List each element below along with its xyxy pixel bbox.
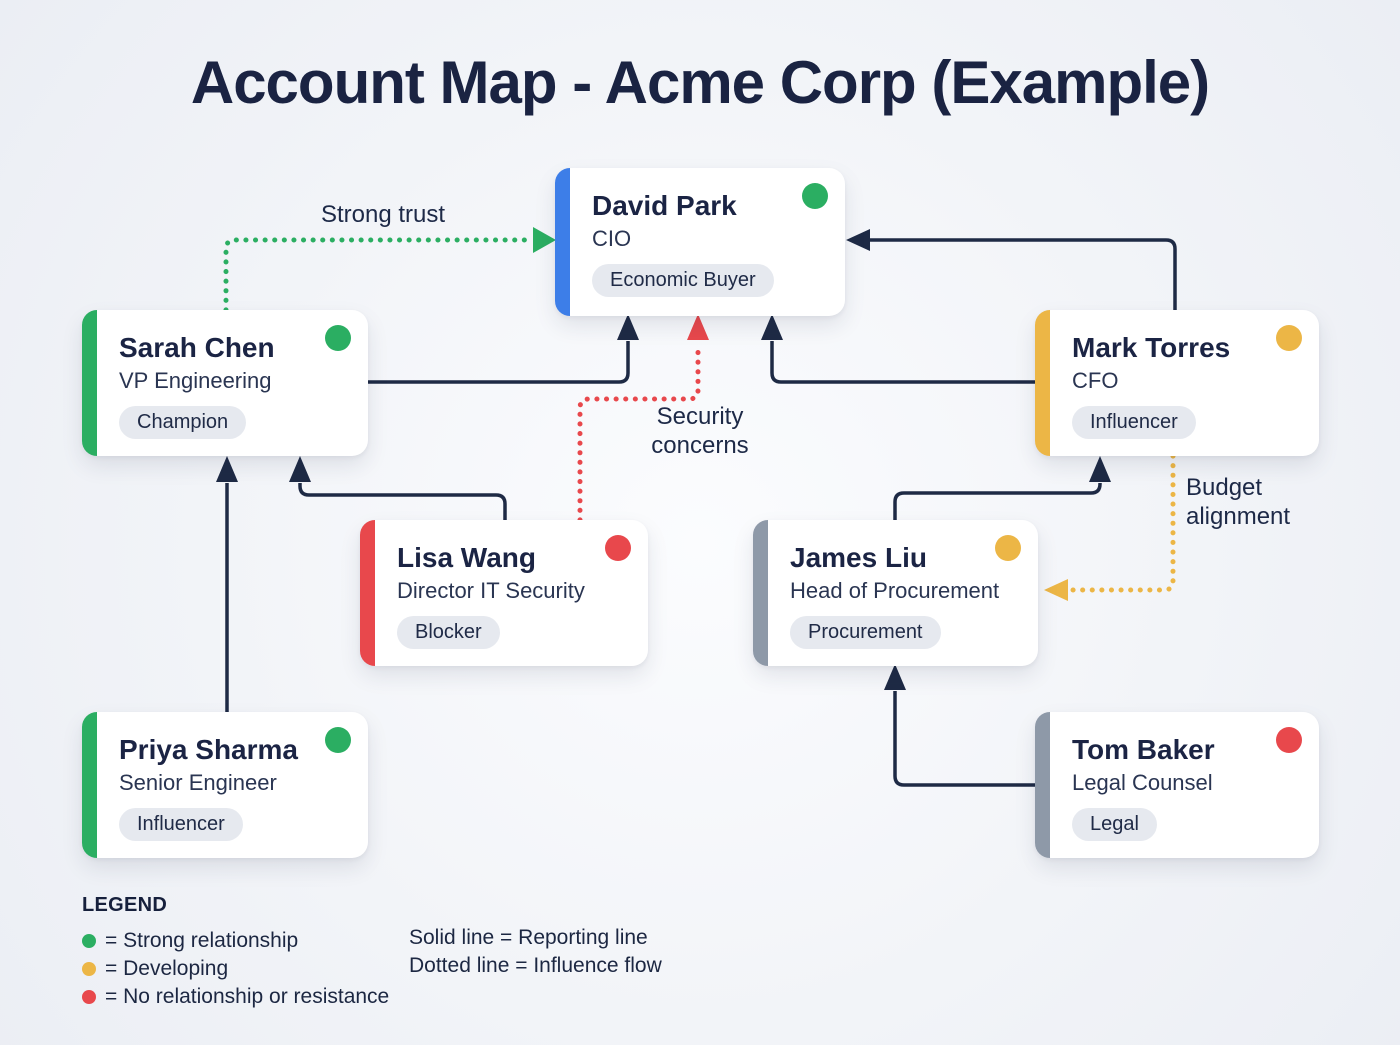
person-tag-badge: Blocker [397, 616, 500, 650]
person-card-priya-sharma[interactable]: Priya Sharma Senior Engineer Influencer [82, 712, 368, 858]
person-role: CIO [592, 226, 632, 252]
person-tag-badge: Influencer [119, 808, 243, 842]
edge-sarah-to-david-influence [223, 237, 535, 313]
relationship-bar [82, 712, 97, 858]
person-card-sarah-chen[interactable]: Sarah Chen VP Engineering Champion [82, 310, 368, 456]
person-role: VP Engineering [119, 368, 272, 394]
relationship-dot [802, 183, 828, 209]
strong-relationship-dot-icon [82, 934, 96, 948]
relationship-dot [325, 727, 351, 753]
person-card-david-park[interactable]: David Park CIO Economic Buyer [555, 168, 845, 316]
person-name: Sarah Chen [119, 332, 275, 363]
edge-james-to-mark-reporting [893, 482, 1102, 520]
edge-lisa-to-david-arrowhead [687, 314, 709, 340]
person-card-lisa-wang[interactable]: Lisa Wang Director IT Security Blocker [360, 520, 648, 666]
relationship-dot [1276, 325, 1302, 351]
relationship-bar [1035, 712, 1050, 858]
legend-line-types: Solid line = Reporting line Dotted line … [409, 924, 662, 980]
edge-lisa-to-sarah-reporting [298, 483, 507, 520]
page-title: Account Map - Acme Corp (Example) [190, 49, 1210, 116]
legend-item-resistance: = No relationship or resistance [82, 983, 389, 1011]
person-card-tom-baker[interactable]: Tom Baker Legal Counsel Legal [1035, 712, 1319, 858]
edge-mark-to-james-influence [1067, 453, 1176, 593]
person-card-james-liu[interactable]: James Liu Head of Procurement Procuremen… [753, 520, 1038, 666]
edge-mark-to-david-side-arrowhead [846, 229, 870, 251]
relationship-bar [555, 168, 570, 316]
legend-item-developing: = Developing [82, 955, 389, 983]
legend-item-label: = No relationship or resistance [105, 985, 390, 1008]
person-name: Mark Torres [1072, 332, 1231, 363]
person-role: Legal Counsel [1072, 770, 1213, 796]
legend-solid-line-label: Solid line = Reporting line [409, 926, 648, 949]
edge-tom-to-james-arrowhead [884, 664, 906, 690]
person-tag-badge: Champion [119, 406, 247, 440]
person-name: David Park [592, 190, 737, 221]
person-name: James Liu [790, 542, 927, 573]
person-name: Tom Baker [1072, 734, 1215, 765]
edge-label-budget-alignment: Budget alignment [1186, 474, 1291, 530]
legend: LEGEND = Strong relationship = Developin… [82, 894, 389, 1011]
edge-sarah-to-david-reporting-arrowhead [617, 314, 639, 340]
legend-dotted-line-label: Dotted line = Influence flow [409, 954, 662, 977]
person-tag-badge: Economic Buyer [592, 264, 774, 298]
relationship-bar [82, 310, 97, 456]
edge-james-to-mark-arrowhead [1089, 456, 1111, 482]
relationship-dot [995, 535, 1021, 561]
edge-mark-to-david-side-reporting [869, 238, 1177, 310]
edge-sarah-to-david-reporting [368, 341, 630, 384]
developing-relationship-dot-icon [82, 962, 96, 976]
person-role: Director IT Security [397, 578, 585, 604]
person-role: Head of Procurement [790, 578, 1000, 604]
person-tag-badge: Procurement [790, 616, 941, 650]
person-tag-badge: Legal [1072, 808, 1157, 842]
legend-item-label: = Strong relationship [105, 929, 299, 952]
edge-label-security-concerns: Security concerns [651, 403, 749, 459]
relationship-dot [325, 325, 351, 351]
no-relationship-dot-icon [82, 990, 96, 1004]
relationship-dot [605, 535, 631, 561]
edge-label-strong-trust: Strong trust [320, 201, 446, 228]
edge-mark-to-david-bottom-reporting [770, 341, 1035, 384]
edge-mark-to-david-bottom-arrowhead [761, 314, 783, 340]
edge-priya-to-sarah-arrowhead [216, 456, 238, 482]
person-role: CFO [1072, 368, 1119, 394]
relationship-bar [1035, 310, 1050, 456]
edge-mark-to-james-arrowhead [1044, 579, 1068, 601]
person-role: Senior Engineer [119, 770, 277, 796]
relationship-dot [1276, 727, 1302, 753]
relationship-bar [753, 520, 768, 666]
person-name: Lisa Wang [397, 542, 536, 573]
edge-lisa-to-sarah-arrowhead [289, 456, 311, 482]
edge-tom-to-james-reporting [893, 691, 1035, 787]
legend-item-label: = Developing [105, 957, 229, 980]
relationship-bar [360, 520, 375, 666]
person-name: Priya Sharma [119, 734, 298, 765]
edge-sarah-to-david-arrowhead [533, 227, 556, 253]
legend-item-strong: = Strong relationship [82, 927, 389, 955]
person-tag-badge: Influencer [1072, 406, 1196, 440]
person-card-mark-torres[interactable]: Mark Torres CFO Influencer [1035, 310, 1319, 456]
legend-heading: LEGEND [82, 894, 168, 916]
